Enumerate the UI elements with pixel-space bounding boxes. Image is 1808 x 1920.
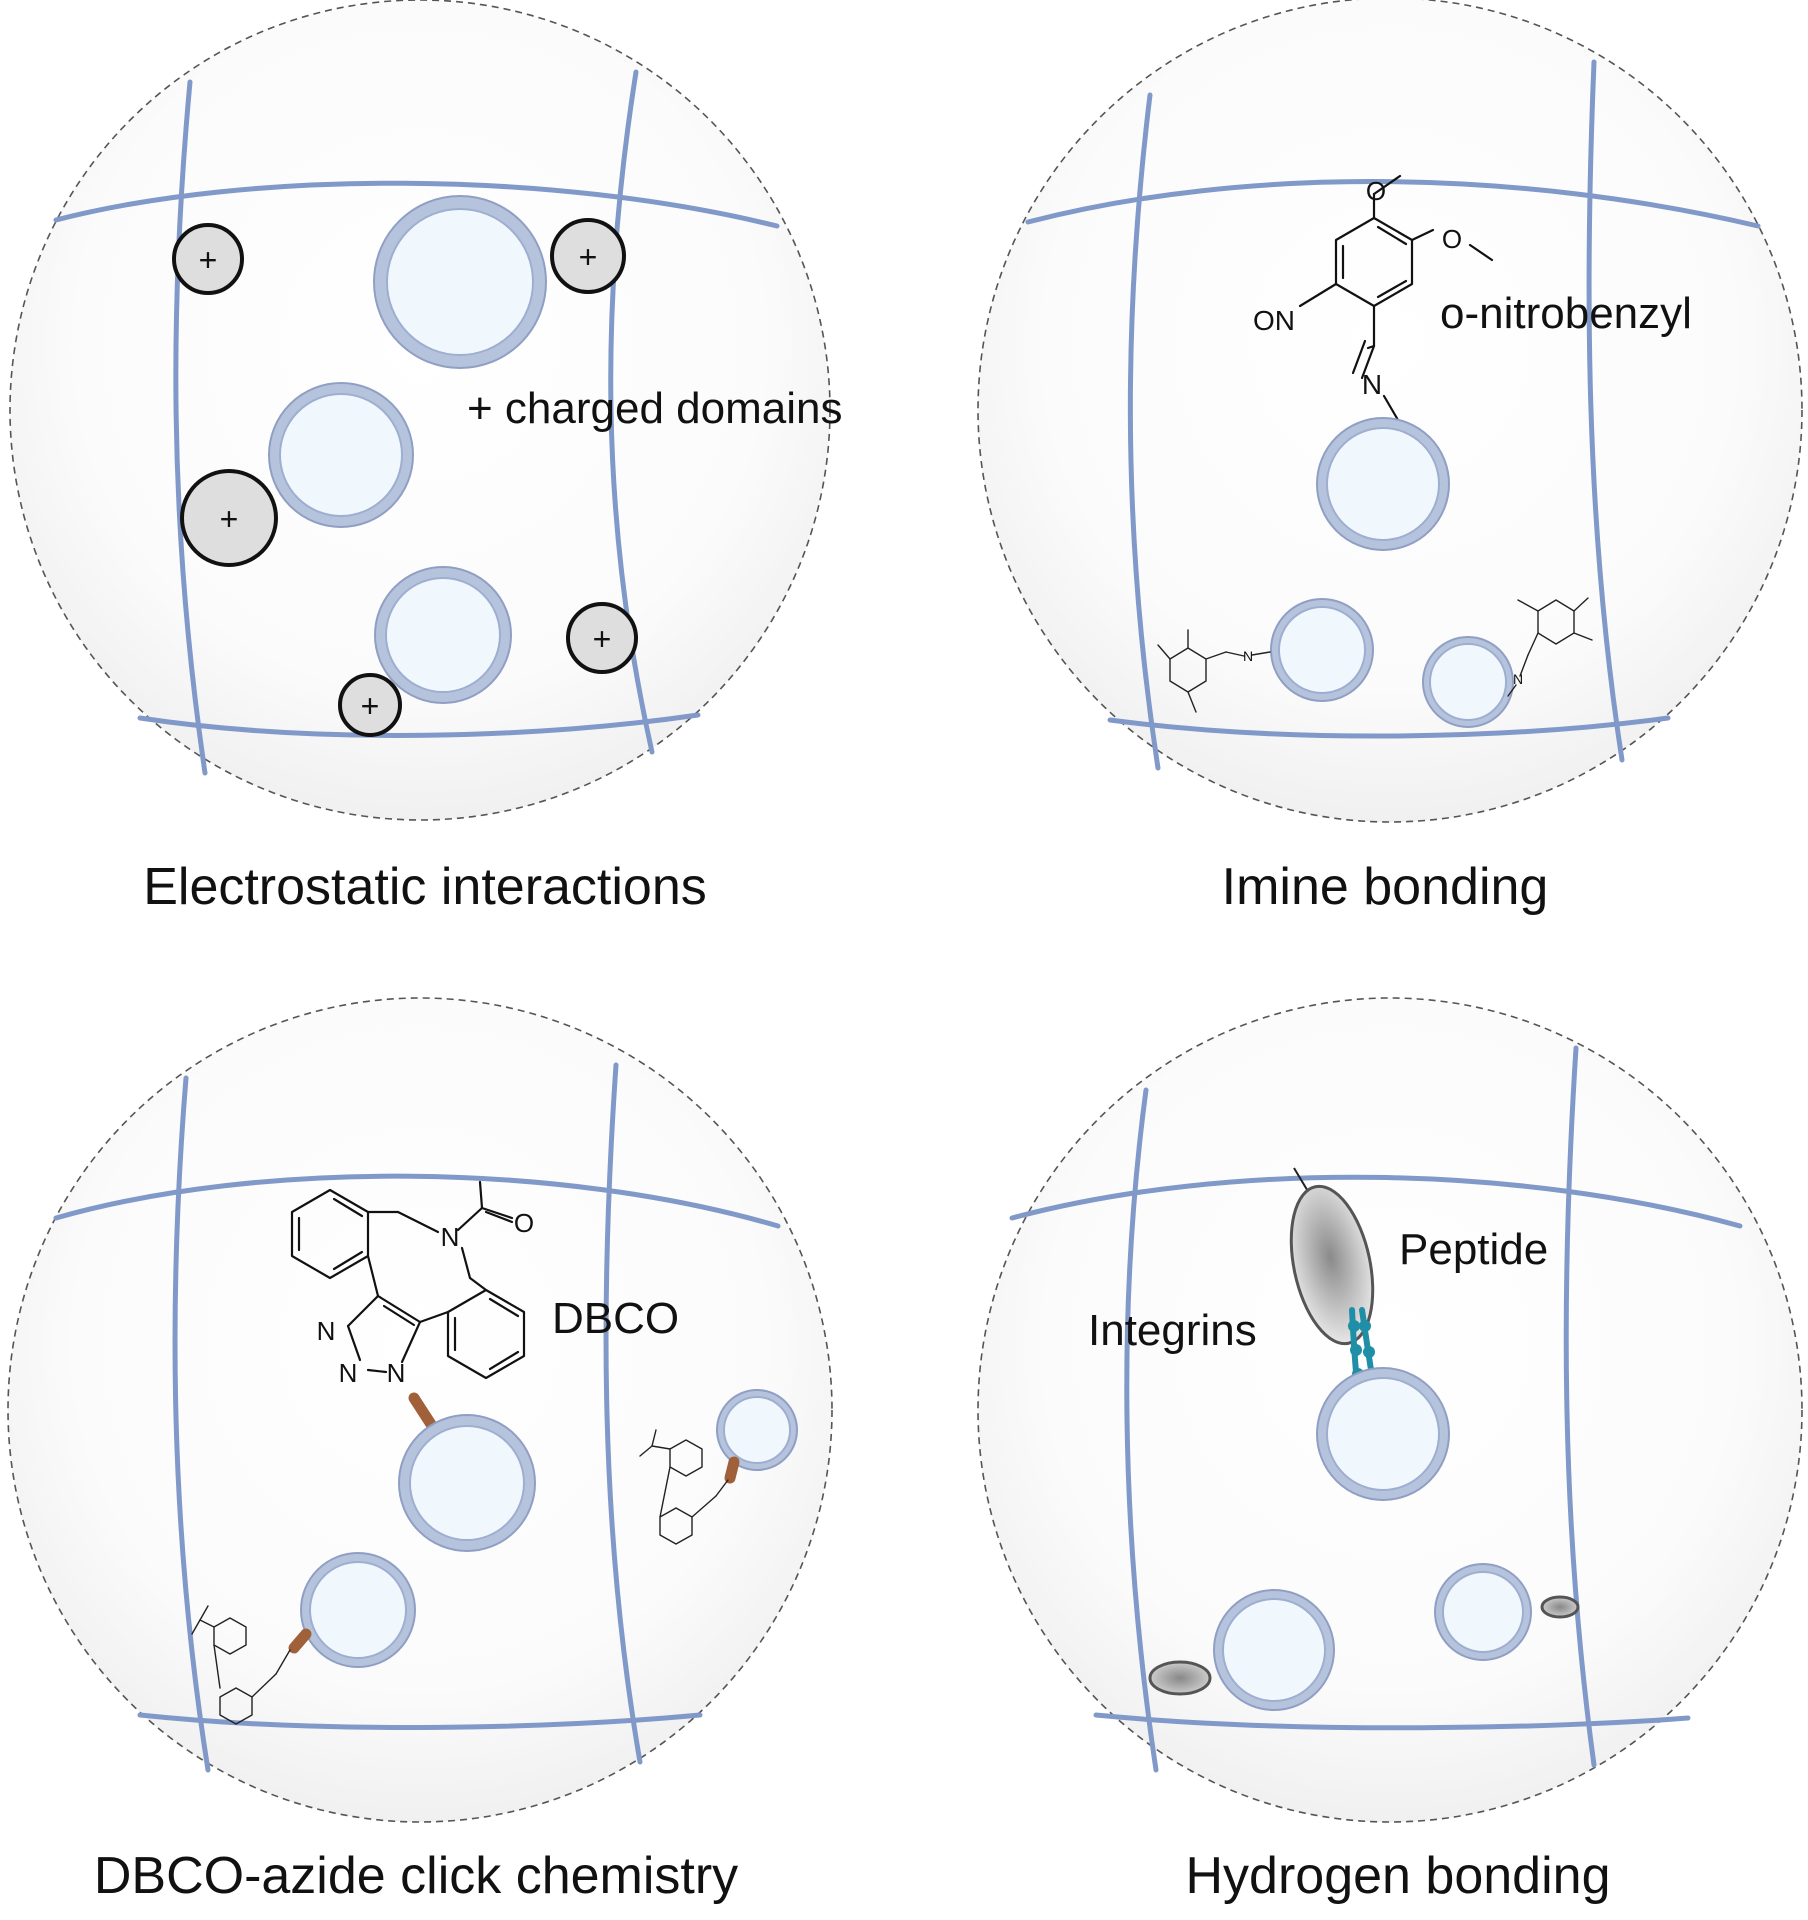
- hydrogel-fibers: [1025, 59, 1761, 771]
- microbead: [1316, 1367, 1450, 1501]
- nitroso-atom-label: ON: [1253, 305, 1295, 336]
- microbead: [716, 1389, 798, 1471]
- microbead: [1422, 636, 1514, 728]
- caption-dbco: DBCO-azide click chemistry: [94, 1847, 738, 1905]
- microbead: [1316, 417, 1450, 551]
- positive-charge: +: [180, 469, 278, 567]
- positive-charge: +: [566, 602, 638, 674]
- oxygen-atom: O: [1442, 224, 1462, 254]
- peptide-particle: [1148, 1660, 1212, 1696]
- imine-nitrogen-label: N: [1362, 369, 1382, 400]
- small-atom-label: N: [1243, 648, 1253, 664]
- positive-charge: +: [550, 218, 626, 294]
- hydrogel-fibers: [53, 1062, 781, 1773]
- peptide-label: Peptide: [1399, 1225, 1548, 1274]
- dbco-small-structure: [191, 1605, 291, 1725]
- caption-hydrogen: Hydrogen bonding: [1186, 1847, 1611, 1905]
- positive-charge: +: [172, 223, 244, 295]
- integrins-label: Integrins: [1088, 1306, 1257, 1355]
- charged-domains-label: + charged domains: [467, 384, 842, 433]
- peptide-cell: [1289, 1167, 1375, 1346]
- microbead: [300, 1552, 416, 1668]
- panel-hydrogen: Peptide Integrins Hydrogen bonding: [977, 997, 1803, 1905]
- panel-electrostatic: + + + + + + charged domains Electrostati…: [9, 0, 842, 916]
- nitrogen-atom: N: [387, 1358, 406, 1388]
- o-nitrobenzyl-structure: O O ON N: [1253, 174, 1494, 422]
- dbco-label: DBCO: [552, 1294, 679, 1343]
- microbead: [1270, 598, 1374, 702]
- microbead: [1434, 1563, 1532, 1661]
- charge-symbol: +: [579, 239, 598, 275]
- dbco-small-structure: [639, 1429, 729, 1545]
- microbead: [373, 195, 547, 369]
- nitrogen-atom: N: [339, 1358, 358, 1388]
- panel-imine: O O ON N o-nitrobenzyl N: [977, 0, 1803, 916]
- azide-linker: [288, 1628, 312, 1654]
- oxygen-atom: O: [1366, 176, 1386, 206]
- charge-symbol: +: [593, 621, 612, 657]
- oxygen-atom: O: [514, 1208, 534, 1238]
- positive-charge: +: [338, 673, 402, 737]
- nitrogen-atom: N: [441, 1222, 460, 1252]
- peptide-particle: [1540, 1595, 1580, 1619]
- microbead: [1213, 1589, 1335, 1711]
- microbead: [374, 566, 512, 704]
- dbco-structure: N O N N N: [290, 1180, 534, 1388]
- o-nitrobenzyl-small-structure: N: [1507, 597, 1593, 697]
- charge-symbol: +: [220, 501, 239, 537]
- caption-imine: Imine bonding: [1222, 858, 1549, 916]
- caption-electrostatic: Electrostatic interactions: [143, 858, 707, 916]
- charge-symbol: +: [199, 242, 218, 278]
- o-nitrobenzyl-small-structure: N: [1157, 629, 1271, 713]
- nitrogen-atom: N: [317, 1316, 336, 1346]
- azide-linker: [724, 1456, 740, 1484]
- microbead: [398, 1414, 536, 1552]
- small-atom-label: N: [1513, 671, 1523, 687]
- charge-symbol: +: [361, 688, 380, 724]
- o-nitrobenzyl-label: o-nitrobenzyl: [1440, 289, 1692, 338]
- panel-dbco: N O N N N DBCO: [7, 997, 833, 1905]
- panel-circle: [977, 0, 1803, 823]
- hydrogel-fibers: [1009, 1045, 1743, 1773]
- microbead: [268, 382, 414, 528]
